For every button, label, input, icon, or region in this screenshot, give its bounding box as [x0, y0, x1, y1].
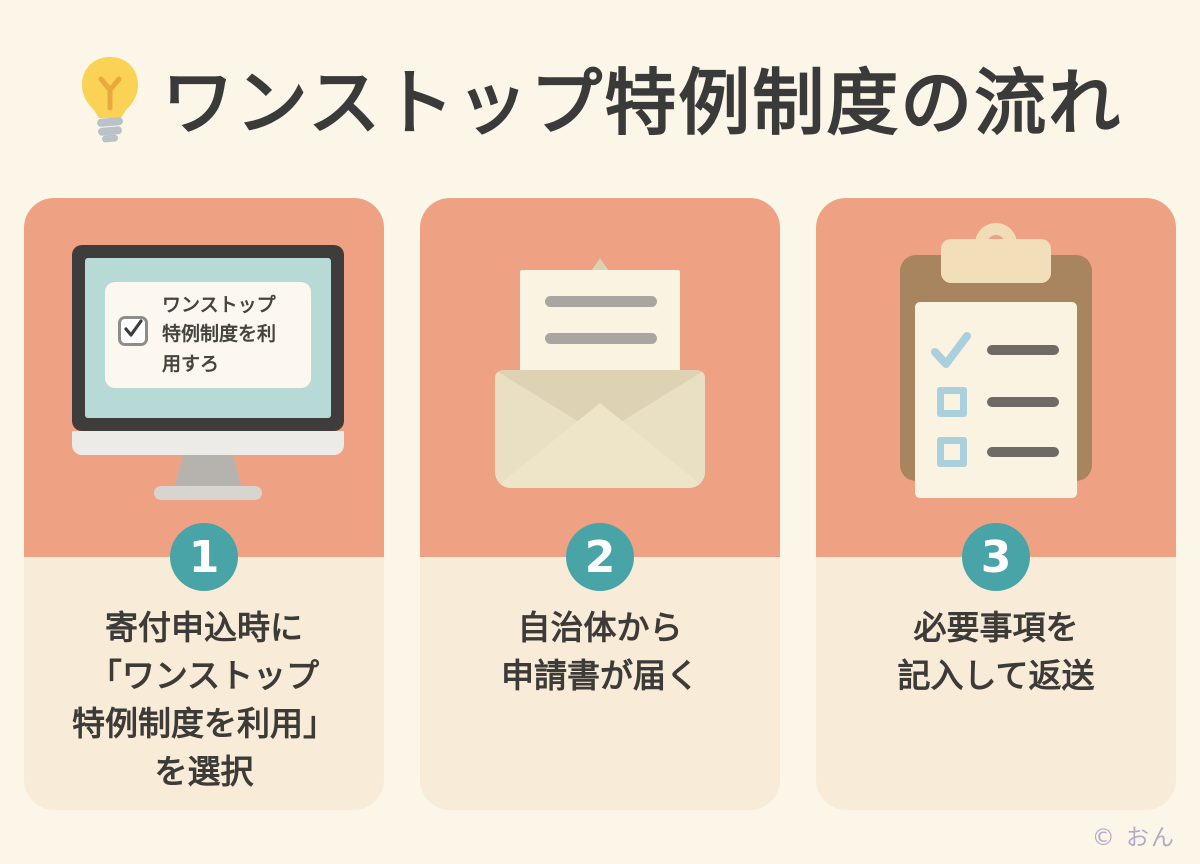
empty-checkbox-icon	[937, 437, 967, 467]
monitor-popup: ワンストップ 特例制度を利 用すろ	[105, 282, 311, 388]
step-caption: 寄付申込時に 「ワンストップ 特例制度を利用」 を選択	[24, 604, 384, 795]
caption-line: 特例制度を利用」	[72, 703, 336, 743]
step-card-2: 2 自治体から 申請書が届く	[420, 198, 780, 810]
step-number-badge: 3	[962, 523, 1030, 591]
letter-text-line	[545, 333, 657, 344]
checklist-row	[915, 434, 1077, 470]
step-number-badge: 2	[566, 523, 634, 591]
monitor-popup-line: ワンストップ	[162, 294, 276, 316]
caption-line: 自治体から	[517, 608, 683, 647]
caption-line: 記入して返送	[897, 655, 1095, 695]
caption-line: 申請書が届く	[501, 655, 699, 695]
open-envelope-icon	[495, 258, 705, 488]
page-title: ワンストップ特例制度の流れ	[161, 61, 1123, 145]
caption-line: 必要事項を	[913, 608, 1079, 647]
empty-checkbox-icon	[937, 387, 967, 417]
monitor-popup-line: 用すろ	[162, 352, 220, 375]
checkbox-checked-icon	[118, 316, 148, 346]
monitor-popup-text: ワンストップ 特例制度を利 用すろ	[162, 291, 276, 379]
step-number-badge: 1	[170, 523, 238, 591]
checklist-row	[915, 332, 1077, 368]
step-caption: 必要事項を 記入して返送	[816, 604, 1176, 700]
monitor-base	[154, 486, 262, 500]
clipboard-checklist-icon	[900, 223, 1092, 498]
monitor-stand	[175, 455, 241, 485]
page-title-row: ワンストップ特例制度の流れ	[0, 44, 1200, 149]
clipboard-paper	[915, 302, 1077, 498]
letter-text-line	[545, 296, 657, 307]
step-card-1: ワンストップ 特例制度を利 用すろ 1 寄付申込時に 「ワンストップ 特例制度を…	[24, 198, 384, 810]
caption-line: 寄付申込時に	[105, 608, 303, 647]
checkmark-icon	[931, 332, 971, 368]
monitor-frame: ワンストップ 特例制度を利 用すろ	[72, 245, 344, 431]
lightbulb-icon	[81, 56, 138, 142]
credit-watermark: © おん	[1091, 825, 1176, 851]
step-caption: 自治体から 申請書が届く	[420, 604, 780, 700]
clipboard-board	[900, 255, 1092, 498]
checklist-text-line	[987, 397, 1059, 407]
envelope-body	[495, 370, 705, 488]
checklist-text-line	[987, 447, 1059, 457]
monitor-popup-line: 特例制度を利	[162, 323, 277, 346]
caption-line: を選択	[154, 751, 254, 791]
step-card-3: 3 必要事項を 記入して返送	[816, 198, 1176, 810]
checklist-row	[915, 384, 1077, 420]
checklist-text-line	[987, 345, 1059, 355]
caption-line: 「ワンストップ	[88, 655, 320, 695]
monitor-chin	[72, 431, 344, 455]
computer-monitor-icon: ワンストップ 特例制度を利 用すろ	[72, 245, 344, 500]
clipboard-clip	[941, 239, 1051, 283]
